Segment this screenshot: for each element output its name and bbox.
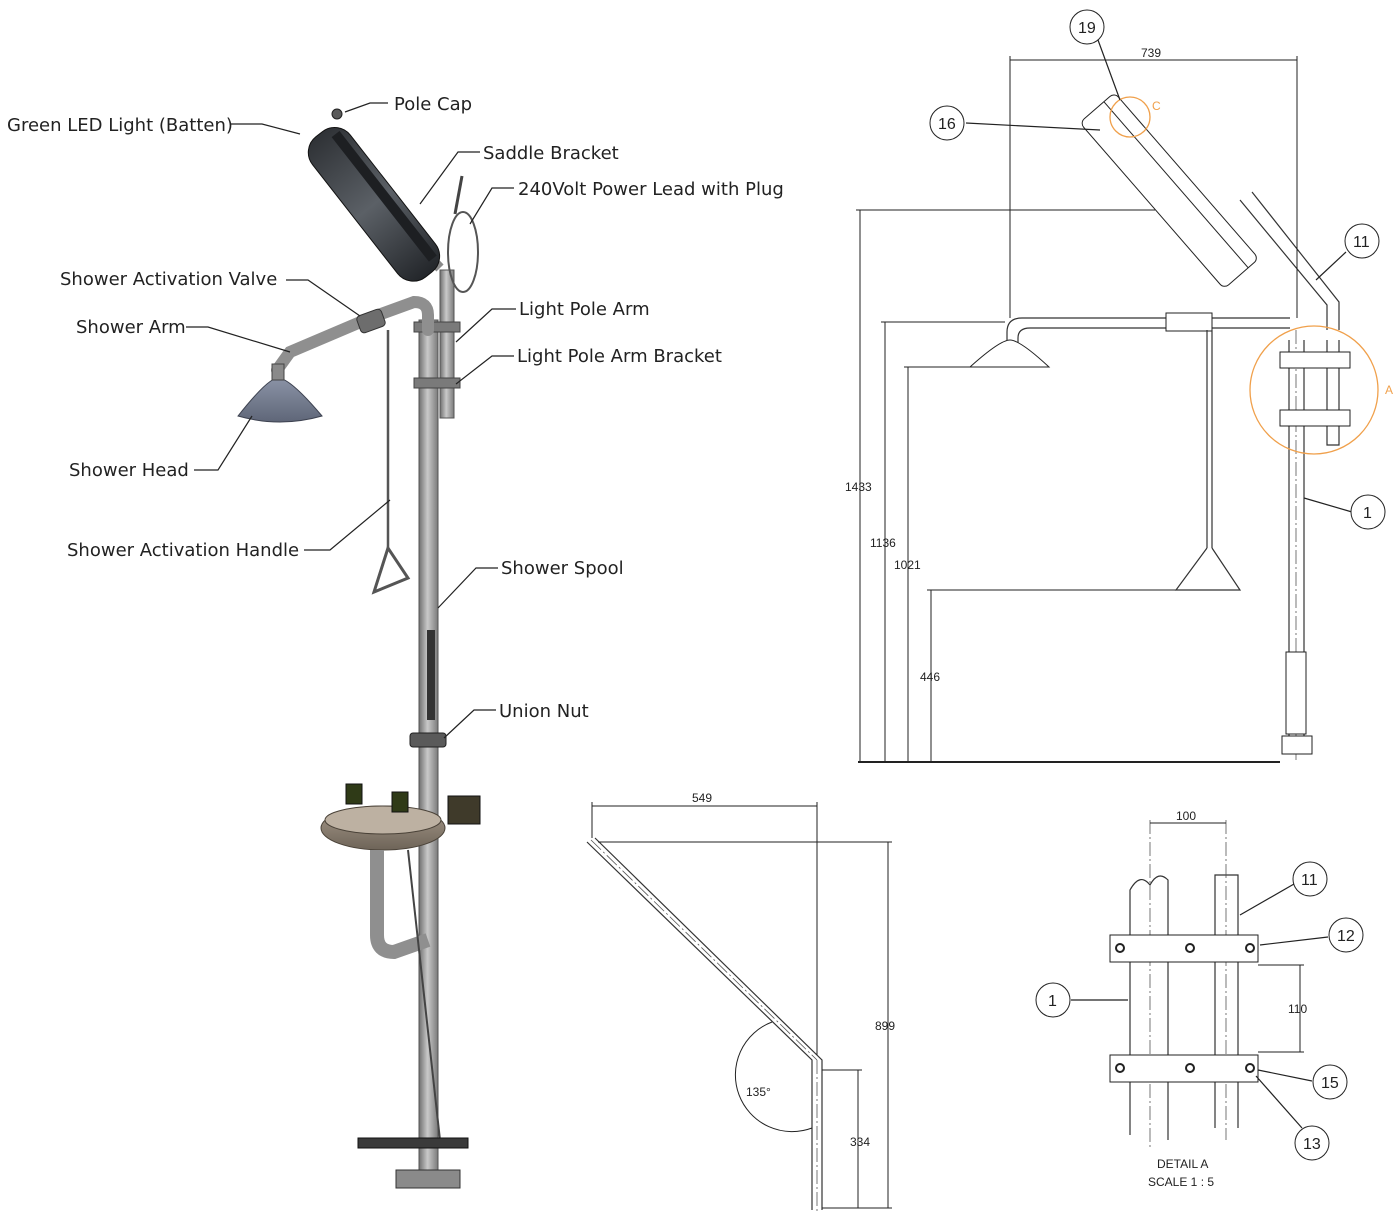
label-shower-head: Shower Head [69, 460, 189, 481]
dim-549: 549 [692, 791, 712, 805]
arm-view-drawing [586, 802, 892, 1212]
dim-1021: 1021 [894, 558, 921, 572]
activation-handle-triangle [371, 544, 411, 595]
union-nut-shape [409, 732, 447, 748]
pole-cap-shape [331, 108, 343, 120]
label-shower-spool: Shower Spool [501, 558, 624, 579]
activation-valve-body [356, 308, 386, 334]
eyewash-drain-pipe [370, 850, 431, 960]
eyewash-bowl-rim [324, 805, 442, 835]
light-pole-bracket-lower [413, 377, 461, 389]
eyewash-nozzle-right [391, 791, 409, 813]
detail-caption-title: DETAIL A [1157, 1157, 1208, 1171]
detail-mark-a: A [1385, 383, 1393, 397]
detail-a-drawing [1035, 820, 1364, 1161]
shower-spool-pole [418, 319, 439, 1183]
label-led-light: Green LED Light (Batten) [7, 115, 233, 136]
side-view-drawing: A C [856, 9, 1393, 763]
foot-pedal [357, 1137, 469, 1149]
detail-balloon-15: 15 [1321, 1075, 1339, 1092]
foot-pedal-rod [407, 849, 441, 1141]
label-power-lead: 240Volt Power Lead with Plug [518, 179, 784, 200]
dim-1433: 1433 [845, 480, 872, 494]
label-shower-arm: Shower Arm [76, 317, 186, 338]
shower-illustration [237, 108, 481, 1189]
label-saddle-bracket: Saddle Bracket [483, 143, 619, 164]
balloon-19: 19 [1078, 20, 1096, 37]
power-lead-plug [453, 175, 464, 215]
light-pole-bracket-upper [413, 321, 461, 333]
dim-334: 334 [850, 1135, 870, 1149]
dim-899: 899 [875, 1019, 895, 1033]
eyewash-sign [447, 795, 481, 825]
label-activation-valve: Shower Activation Valve [60, 269, 277, 290]
base-plate [395, 1169, 461, 1189]
pole-label-panel [427, 630, 435, 720]
dim-1136: 1136 [870, 536, 896, 550]
dim-100: 100 [1176, 809, 1196, 823]
shower-head-dish [237, 377, 323, 423]
dim-angle: 135° [746, 1085, 771, 1099]
led-light-batten [307, 126, 441, 282]
dim-739: 739 [1141, 46, 1161, 60]
shower-head-neck [271, 363, 285, 381]
power-lead-loop [447, 211, 479, 293]
eyewash-nozzle-left [345, 783, 363, 805]
label-pole-cap: Pole Cap [394, 94, 472, 115]
detail-balloon-12: 12 [1337, 928, 1355, 945]
balloon-1: 1 [1363, 505, 1372, 522]
detail-caption-scale: SCALE 1 : 5 [1148, 1175, 1214, 1189]
balloon-11: 11 [1353, 234, 1370, 251]
dim-110: 110 [1288, 1002, 1307, 1016]
detail-mark-c: C [1152, 99, 1161, 113]
label-union-nut: Union Nut [499, 701, 589, 722]
light-pole [439, 269, 455, 419]
label-activation-handle: Shower Activation Handle [67, 540, 299, 561]
detail-balloon-11: 11 [1301, 872, 1318, 889]
shower-arm-pipe [271, 295, 434, 376]
dim-446: 446 [920, 670, 940, 684]
label-light-pole-arm: Light Pole Arm [519, 299, 650, 320]
detail-balloon-13: 13 [1303, 1136, 1321, 1153]
label-leaders [186, 102, 516, 739]
detail-balloon-1: 1 [1048, 993, 1057, 1010]
balloon-16: 16 [938, 116, 956, 133]
label-light-pole-arm-bracket: Light Pole Arm Bracket [517, 346, 722, 367]
